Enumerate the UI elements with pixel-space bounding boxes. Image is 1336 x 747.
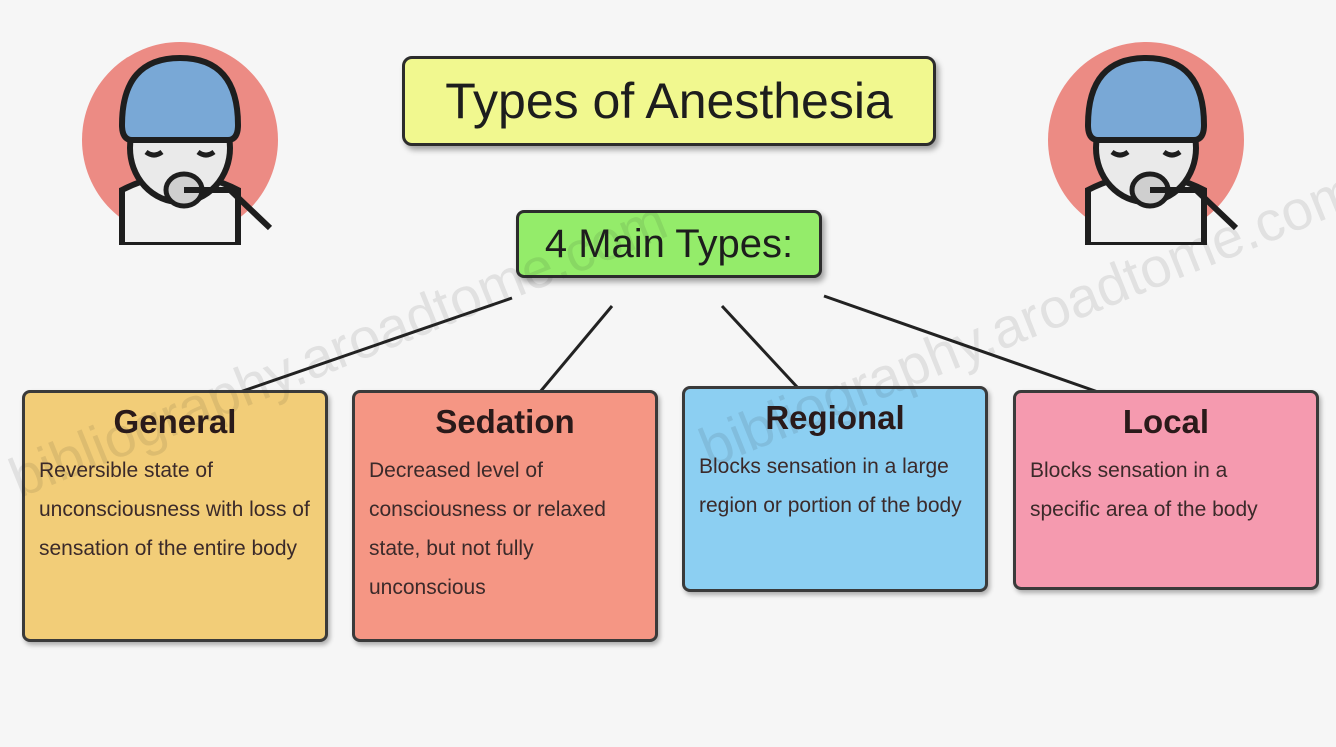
connector-regional <box>722 306 798 388</box>
type-name: Local <box>1030 403 1302 441</box>
type-description: Decreased level of consciousness or rela… <box>369 451 641 607</box>
type-description: Blocks sensation in a specific area of t… <box>1030 451 1302 529</box>
type-card-local: Local Blocks sensation in a specific are… <box>1013 390 1319 590</box>
type-card-sedation: Sedation Decreased level of consciousnes… <box>352 390 658 642</box>
patient-anesthesia-mask-icon <box>80 40 294 245</box>
connector-sedation <box>540 306 612 392</box>
diagram-title: Types of Anesthesia <box>402 56 936 146</box>
type-name: Sedation <box>369 403 641 441</box>
